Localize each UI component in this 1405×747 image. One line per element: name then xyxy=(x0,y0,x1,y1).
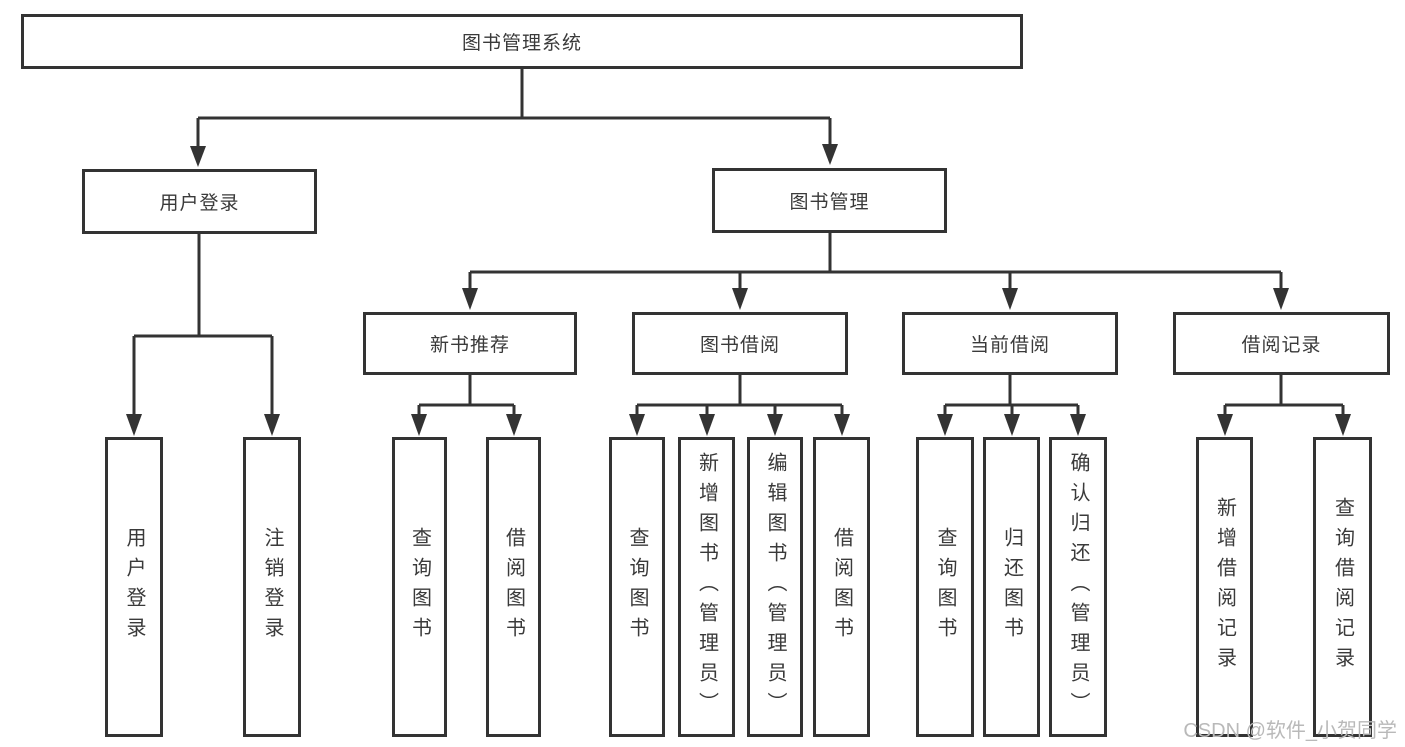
leaf-cb-confirm-return-admin: 确认归还（管理员） xyxy=(1049,437,1107,737)
connector-borrow-record-children xyxy=(1217,375,1351,436)
leaf-user-login-label: 用户登录 xyxy=(123,527,145,647)
leaf-logout-label: 注销登录 xyxy=(261,527,283,647)
connector-book-borrow-children xyxy=(629,375,850,436)
leaf-bb-add-books-admin-label: 新增图书（管理员） xyxy=(695,452,718,722)
connector-new-book-rec-children xyxy=(411,375,522,436)
leaf-user-login: 用户登录 xyxy=(105,437,163,737)
leaf-cb-query-books: 查询图书 xyxy=(916,437,974,737)
node-new-book-recommend: 新书推荐 xyxy=(363,312,577,375)
leaf-br-add-record-label: 新增借阅记录 xyxy=(1213,497,1236,677)
leaf-cb-query-books-label: 查询图书 xyxy=(934,527,956,647)
node-borrowing-records: 借阅记录 xyxy=(1173,312,1390,375)
leaf-nbr-query-books: 查询图书 xyxy=(392,437,447,737)
leaf-cb-return-books-label: 归还图书 xyxy=(1000,527,1023,647)
leaf-bb-query-books-label: 查询图书 xyxy=(626,527,648,647)
leaf-bb-query-books: 查询图书 xyxy=(609,437,665,737)
leaf-br-add-record: 新增借阅记录 xyxy=(1196,437,1253,737)
leaf-bb-add-books-admin: 新增图书（管理员） xyxy=(678,437,735,737)
leaf-bb-edit-books-admin-label: 编辑图书（管理员） xyxy=(764,452,786,722)
leaf-br-query-record: 查询借阅记录 xyxy=(1313,437,1372,737)
leaf-nbr-borrow-books: 借阅图书 xyxy=(486,437,541,737)
leaf-bb-edit-books-admin: 编辑图书（管理员） xyxy=(747,437,803,737)
leaf-bb-borrow-books: 借阅图书 xyxy=(813,437,870,737)
leaf-nbr-query-books-label: 查询图书 xyxy=(408,527,431,647)
connector-user-login-children xyxy=(126,233,280,436)
node-book-management: 图书管理 xyxy=(712,168,947,233)
leaf-cb-return-books: 归还图书 xyxy=(983,437,1040,737)
connector-book-mgmt-to-level3 xyxy=(462,233,1289,310)
node-current-borrowing: 当前借阅 xyxy=(902,312,1118,375)
connector-current-borrow-children xyxy=(937,375,1086,436)
connector-root-to-level2 xyxy=(190,68,838,167)
leaf-nbr-borrow-books-label: 借阅图书 xyxy=(502,527,525,647)
watermark: CSDN @软件_小贺同学 xyxy=(1183,720,1397,742)
node-user-login: 用户登录 xyxy=(82,169,317,234)
leaf-cb-confirm-return-admin-label: 确认归还（管理员） xyxy=(1067,452,1089,722)
leaf-br-query-record-label: 查询借阅记录 xyxy=(1331,497,1354,677)
leaf-logout: 注销登录 xyxy=(243,437,301,737)
leaf-bb-borrow-books-label: 借阅图书 xyxy=(830,527,853,647)
node-root: 图书管理系统 xyxy=(21,14,1023,69)
node-book-borrowing: 图书借阅 xyxy=(632,312,848,375)
